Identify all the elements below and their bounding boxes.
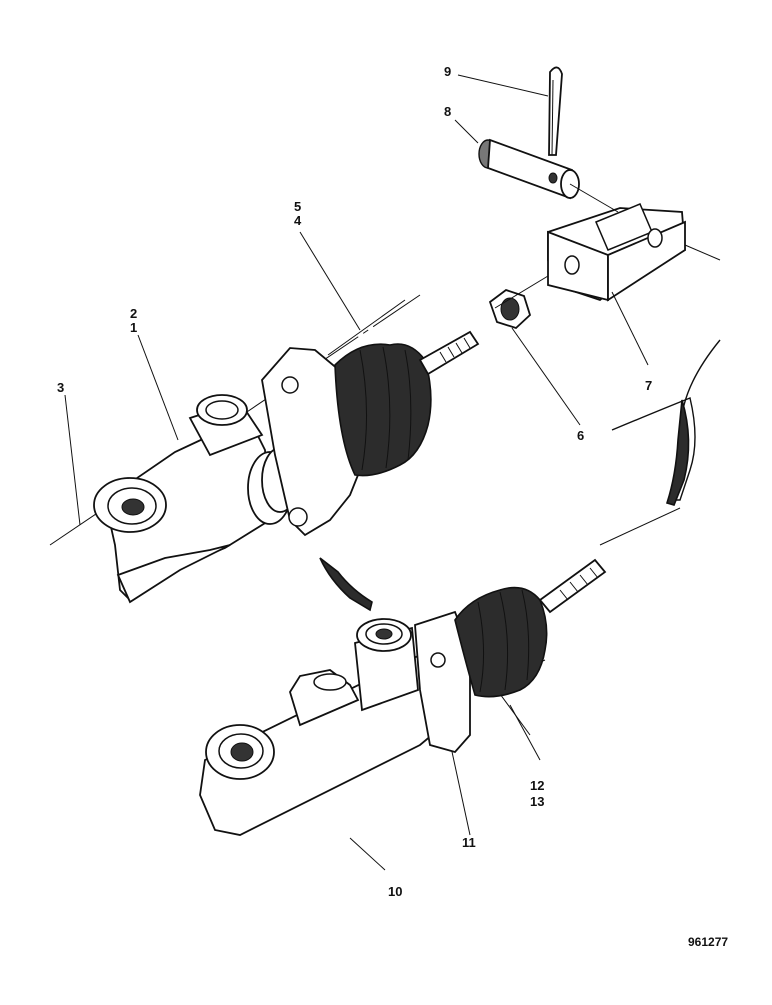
callout-2: 2 [130, 306, 137, 321]
clevis-pin [454, 119, 619, 213]
upper-master-cylinder [49, 294, 480, 604]
callout-7: 7 [645, 378, 652, 393]
callout-6: 6 [577, 428, 584, 443]
clevis-yoke [494, 203, 721, 366]
part-number: 961277 [688, 935, 728, 949]
lower-master-cylinder [199, 558, 607, 836]
locknut [488, 288, 581, 426]
callout-11: 11 [462, 835, 476, 850]
callout-9: 9 [444, 64, 451, 79]
callout-3: 3 [57, 380, 64, 395]
alternative-indicator-arrows [319, 339, 721, 612]
callout-4: 4 [294, 213, 302, 228]
callout-5: 5 [294, 199, 301, 214]
callout-labels: 1 2 3 4 5 6 7 8 9 10 11 12 13 961277 [57, 64, 728, 949]
split-pin [457, 66, 563, 156]
callout-13: 13 [530, 794, 544, 809]
callout-12: 12 [530, 778, 544, 793]
callout-10: 10 [388, 884, 402, 899]
callout-1: 1 [130, 320, 137, 335]
callout-8: 8 [444, 104, 451, 119]
